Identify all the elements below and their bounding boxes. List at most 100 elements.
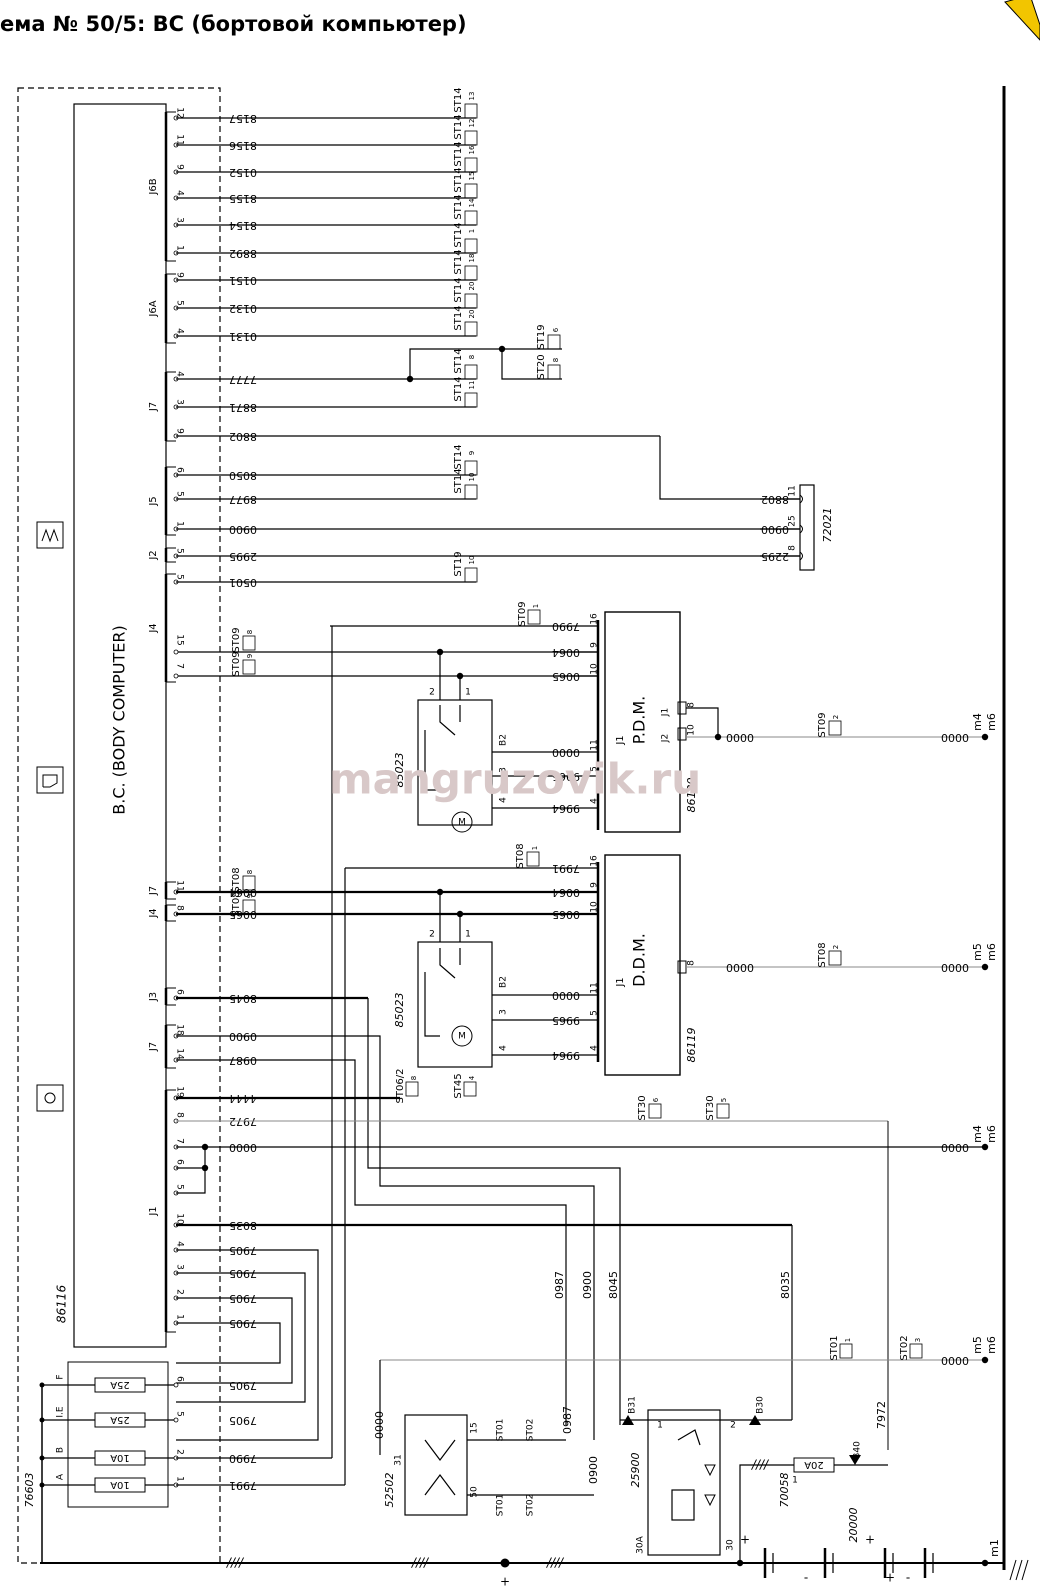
ign-st: ST02	[526, 1419, 536, 1442]
relay-internal	[424, 972, 440, 1037]
st01-box	[839, 1343, 853, 1359]
ign-wire-bottom: 0900	[587, 1456, 600, 1484]
bc-pin	[173, 673, 179, 679]
ign-wire-right: 0987	[561, 1406, 574, 1434]
st30-label: ST30	[637, 1095, 648, 1120]
bc-pin-number: 2	[175, 1289, 185, 1295]
wire-0987-route	[176, 1059, 567, 1425]
pdm-pin: 10	[590, 663, 600, 675]
fuse-70058-rating: 20A	[804, 1459, 824, 1470]
junction-dot	[981, 1143, 989, 1151]
bc-wire-number: 8977	[229, 493, 257, 506]
ground-label: m6	[985, 713, 998, 731]
ground-label: m6	[985, 1125, 998, 1143]
bc-pin-number: 7	[175, 663, 185, 669]
junction-dot	[981, 1356, 989, 1364]
st30-box	[648, 1103, 662, 1119]
st08-label: ST08	[231, 891, 242, 916]
st-box	[464, 103, 478, 119]
pdm-pin: 11	[590, 739, 600, 750]
bc-pin-number: 14	[175, 1048, 185, 1060]
pdm-pin: 16	[590, 613, 600, 625]
ddm-wire-number: 9964	[552, 1049, 580, 1062]
diagram-dynamic-layer: B.C. (BODY COMPUTER)86116J6BJ6AJ7J5J2J41…	[23, 87, 1029, 1588]
relay-pin: 30A	[636, 1535, 646, 1553]
bc-wire-number: 0131	[229, 330, 257, 343]
st-label: ST14	[453, 444, 464, 469]
bc-pin-number: 3	[175, 1264, 185, 1270]
pdm-wire-number: 0064	[552, 646, 580, 659]
bc-wire-number: 8050	[229, 469, 257, 482]
fuse-pin	[173, 1382, 179, 1388]
st-label: ST14	[453, 222, 464, 247]
st45-label: ST45	[453, 1073, 464, 1098]
bc-connector-label: J6B	[148, 178, 159, 195]
motor-label: M	[458, 818, 466, 828]
st-label: ST14	[453, 167, 464, 192]
ground-hatch	[1015, 1559, 1023, 1581]
relay-label: 4	[499, 1045, 509, 1051]
junction-dot	[39, 1482, 45, 1488]
bc-pin-number: 9	[175, 428, 185, 434]
bc-connector-label: J7	[148, 1042, 159, 1052]
bc-wire-number: 8155	[229, 192, 257, 205]
st-box	[464, 484, 478, 500]
relay-label: B2	[499, 734, 509, 746]
ground-m1: m1	[988, 1539, 1001, 1557]
st09-top-pin: 1	[532, 604, 540, 608]
ddm-pin: 9	[590, 882, 600, 888]
relay-b31: B31	[628, 1396, 638, 1414]
connector-72021-pin	[799, 524, 803, 534]
st-pin: 20	[468, 282, 476, 291]
ddm-out-wire-left: 0000	[726, 961, 754, 974]
st09-pin: 9	[246, 654, 254, 658]
ground-wire-number: 0000	[941, 1141, 969, 1154]
fuse-70058-code: 70058	[778, 1473, 791, 1508]
fuse-70058-pin: 1	[792, 1476, 798, 1486]
ground-label: m6	[985, 943, 998, 961]
page-title: ема № 50/5: ВС (бортовой компьютер)	[0, 12, 467, 36]
bc-pin-number: 1	[175, 521, 185, 527]
interior-light-icon-bulb	[44, 1092, 56, 1104]
relay-pin: 2	[730, 1421, 736, 1431]
interior-light-icon	[36, 1084, 64, 1112]
pdm-out-st-pin: 2	[832, 715, 840, 719]
st-box	[464, 130, 478, 146]
bc-connector-label: J2	[148, 550, 159, 560]
bc-pin-number: 5	[175, 574, 185, 580]
wire-72021-number: 8802	[761, 493, 789, 506]
ground-label: m4	[971, 1125, 984, 1143]
st-box	[464, 265, 478, 281]
st-label: ST14	[453, 376, 464, 401]
st-box	[464, 183, 478, 199]
bc-wire-number: 0152	[229, 166, 257, 179]
bc-connector-label: J3	[148, 992, 159, 1002]
bc-connector-label: J7	[148, 886, 159, 896]
battery-polarity: +	[740, 1533, 750, 1547]
connector-72021	[799, 484, 815, 571]
junction-dot	[500, 1558, 510, 1568]
ign-pin: 50	[470, 1486, 480, 1498]
wire-7905-c	[176, 1297, 293, 1384]
connector-72021-code: 72021	[821, 508, 834, 543]
ign-st: ST01	[496, 1494, 506, 1517]
fuse-letter: A	[56, 1473, 66, 1480]
wire-break-mark: ////	[546, 1556, 565, 1570]
ign-pin: 31	[394, 1454, 404, 1465]
bc-wire-number: 7777	[229, 373, 257, 386]
ign-switch	[424, 1439, 456, 1461]
fuse-box-code: 76603	[23, 1473, 36, 1508]
st45-box	[463, 1081, 477, 1097]
bc-pin-number: 6	[175, 1159, 185, 1165]
st-pin: 14	[468, 198, 476, 207]
ign-pin: 15	[470, 1422, 480, 1433]
ddm-pin: 10	[590, 901, 600, 913]
junction-dot	[981, 1559, 989, 1567]
bc-connector-label: J5	[148, 496, 159, 506]
bc-pin-number: 4	[175, 328, 185, 334]
bc-pin-number: 18	[175, 1024, 185, 1036]
relay-pin: 1	[657, 1421, 663, 1431]
bc-wire-number: 8157	[229, 112, 257, 125]
pdm-motor-code: 85023	[393, 753, 406, 788]
ignition-code: 52502	[383, 1473, 396, 1508]
